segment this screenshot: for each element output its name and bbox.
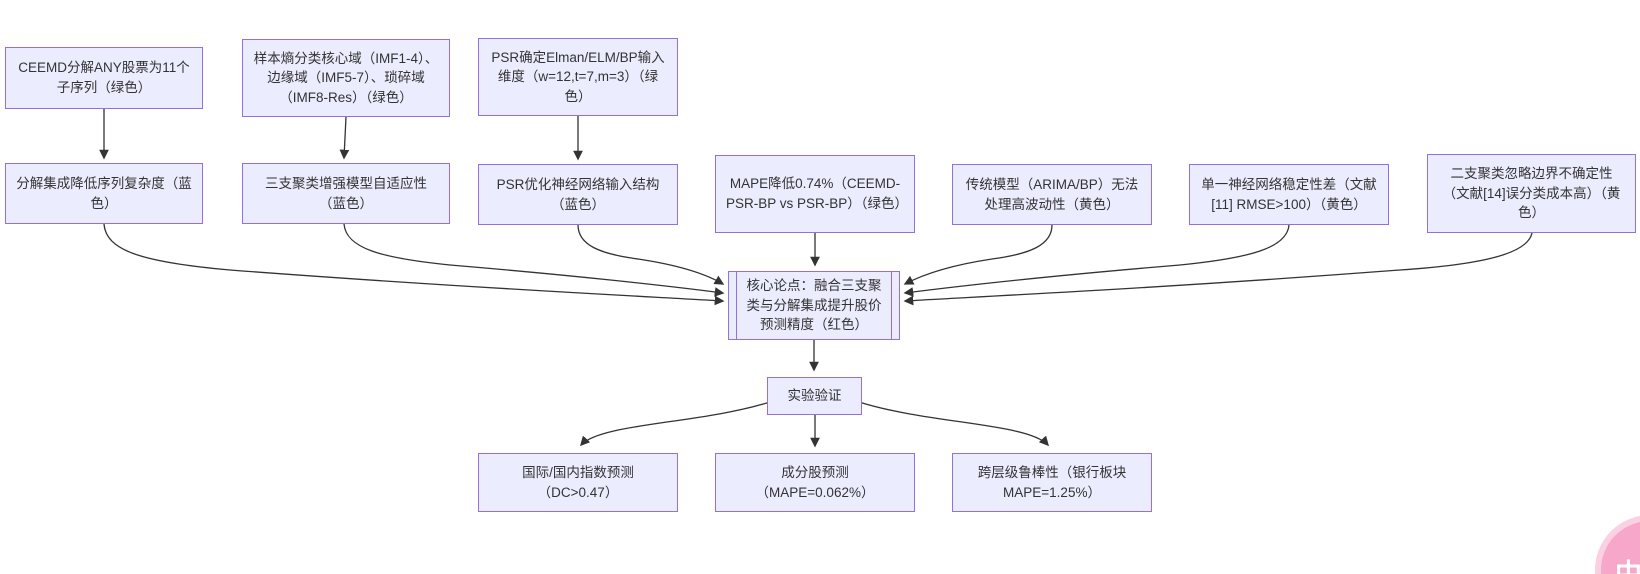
node-label: 样本熵分类核心域（IMF1-4）、边缘域（IMF5-7）、琐碎域（IMF8-Re…: [253, 50, 439, 105]
edge-entropy-twc: [339, 116, 350, 160]
node-label: 传统模型（ARIMA/BP）无法处理高波动性（黄色）: [965, 176, 1139, 212]
edge-twc-core: [343, 223, 725, 297]
node-traditional-model-limit: 传统模型（ARIMA/BP）无法处理高波动性（黄色）: [952, 164, 1152, 225]
node-psr-input-dim: PSR确定Elman/ELM/BP输入维度（w=12,t=7,m=3）（绿色）: [478, 38, 678, 116]
node-core-thesis: 核心论点：融合三支聚类与分解集成提升股价预测精度（红色）: [728, 271, 900, 340]
edge-exp-indexpred: [580, 401, 771, 447]
node-label: 跨层级鲁棒性（银行板块MAPE=1.25%）: [977, 464, 1127, 500]
node-sample-entropy: 样本熵分类核心域（IMF1-4）、边缘域（IMF5-7）、琐碎域（IMF8-Re…: [242, 39, 450, 117]
edge-psropt-core: [577, 224, 725, 285]
translate-icon: 中A: [1615, 558, 1640, 574]
node-three-way-clustering: 三支聚类增强模型自适应性（蓝色）: [242, 163, 450, 224]
node-index-prediction: 国际/国内指数预测（DC>0.47）: [478, 453, 678, 512]
node-cross-level-robustness: 跨层级鲁棒性（银行板块MAPE=1.25%）: [952, 453, 1152, 512]
node-label: 核心论点：融合三支聚类与分解集成提升股价预测精度（红色）: [746, 278, 882, 333]
node-label: 三支聚类增强模型自适应性（蓝色）: [265, 175, 427, 211]
node-label: PSR优化神经网络输入结构（蓝色）: [496, 176, 660, 212]
node-constituent-stock-prediction: 成分股预测（MAPE=0.062%）: [715, 453, 915, 512]
edge-trad-core: [903, 224, 1053, 285]
edge-exp-robust: [858, 401, 1049, 447]
node-label: MAPE降低0.74%（CEEMD-PSR-BP vs PSR-BP）（绿色）: [726, 176, 909, 211]
node-label: 分解集成降低序列复杂度（蓝色）: [16, 175, 192, 211]
node-label: 成分股预测（MAPE=0.062%）: [755, 464, 875, 500]
node-label: 实验验证: [787, 388, 842, 404]
edge-decomp-core: [103, 223, 725, 306]
node-label: 单一神经网络稳定性差（文献[11] RMSE>100）（黄色）: [1201, 176, 1377, 212]
node-single-network-instability: 单一神经网络稳定性差（文献[11] RMSE>100）（黄色）: [1189, 164, 1389, 225]
node-mape-reduction: MAPE降低0.74%（CEEMD-PSR-BP vs PSR-BP）（绿色）: [715, 155, 915, 233]
node-experiment-validation: 实验验证: [767, 377, 862, 415]
node-psr-optimize: PSR优化神经网络输入结构（蓝色）: [478, 164, 678, 225]
node-decomposition-ensemble: 分解集成降低序列复杂度（蓝色）: [5, 163, 203, 224]
edge-twoway-core: [903, 232, 1533, 306]
node-label: PSR确定Elman/ELM/BP输入维度（w=12,t=7,m=3）（绿色）: [491, 49, 665, 104]
node-label: CEEMD分解ANY股票为11个子序列（绿色）: [18, 60, 190, 95]
node-label: 国际/国内指数预测（DC>0.47）: [522, 464, 634, 500]
edge-single-core: [903, 224, 1290, 297]
node-two-way-clustering-limit: 二支聚类忽略边界不确定性（文献[14]误分类成本高）（黄色）: [1427, 154, 1636, 233]
node-label: 二支聚类忽略边界不确定性（文献[14]误分类成本高）（黄色）: [1442, 166, 1621, 221]
node-ceemd: CEEMD分解ANY股票为11个子序列（绿色）: [5, 47, 203, 109]
